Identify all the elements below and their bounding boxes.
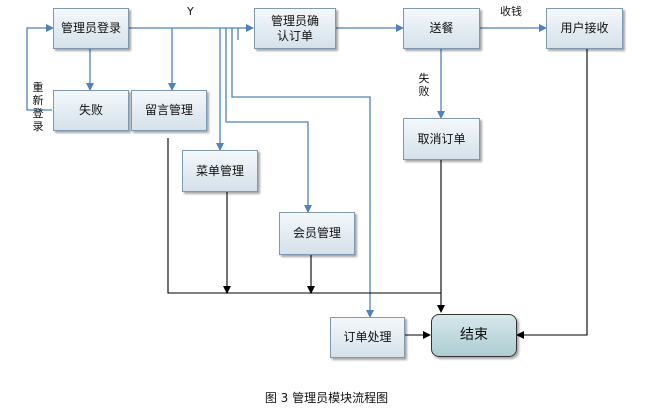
label-yes: Y: [187, 5, 194, 18]
edge-receive-end: [516, 49, 588, 339]
node-end: 结束: [431, 314, 517, 357]
edge-to-member: [225, 28, 312, 213]
node-fail: 失败: [53, 90, 129, 131]
edge-to-order-process: [231, 28, 374, 318]
label-collect-money: 收钱: [500, 5, 522, 18]
edge-message-end: [167, 138, 441, 294]
label-relogin: 重新登录: [32, 81, 44, 133]
node-user-receive: 用户接收: [546, 8, 623, 49]
label-fail-edge: 失败: [418, 72, 430, 98]
edge-relogin: [26, 24, 54, 111]
node-deliver-meal: 送餐: [403, 8, 480, 49]
node-order-processing: 订单处理: [330, 317, 405, 358]
node-member-management: 会员管理: [279, 212, 355, 255]
node-confirm-order: 管理员确认订单: [254, 8, 336, 49]
node-cancel-order: 取消订单: [403, 118, 480, 160]
node-message-management: 留言管理: [131, 90, 207, 131]
node-menu-management: 菜单管理: [182, 150, 258, 192]
figure-caption: 图 3 管理员模块流程图: [264, 391, 389, 405]
node-admin-login: 管理员登录: [53, 8, 129, 49]
